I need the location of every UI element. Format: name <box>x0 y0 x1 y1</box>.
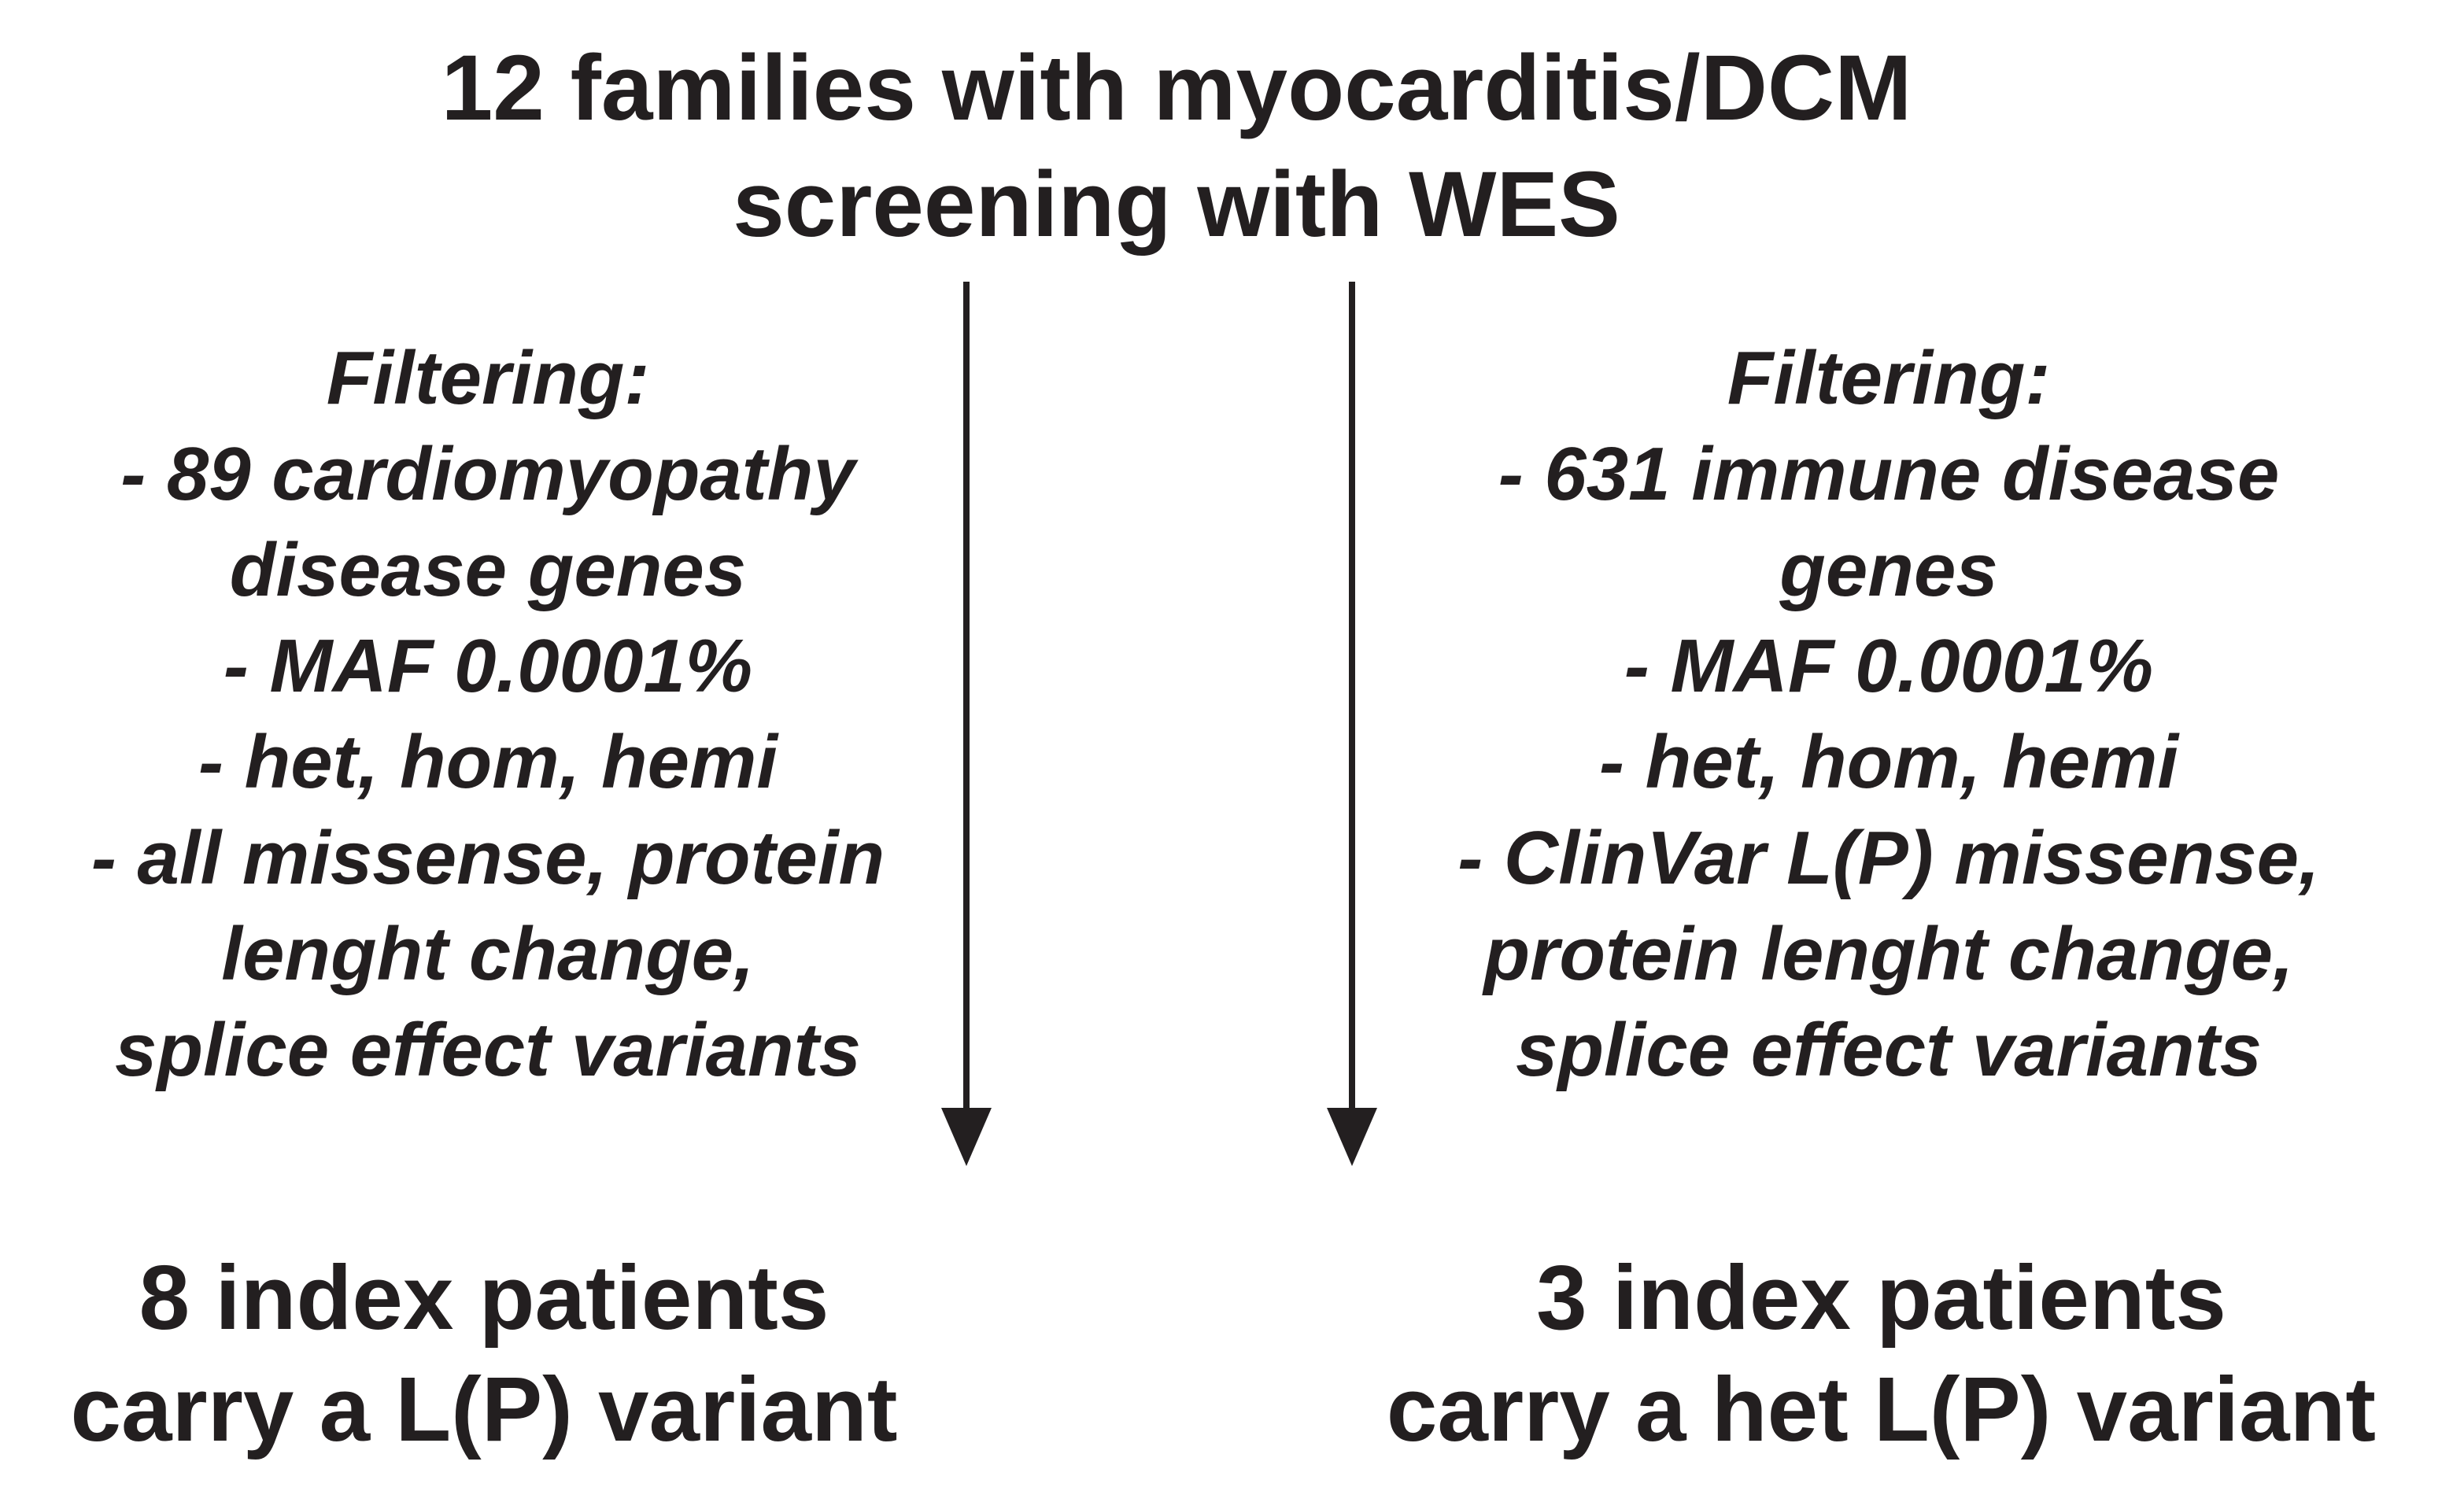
left-result: 8 index patients carry a L(P) variant <box>0 1242 968 1465</box>
right-filter-line: splice effect variants <box>1515 1008 2263 1092</box>
left-filter-line: - MAF 0.0001% <box>223 624 753 708</box>
title-line-1: 12 families with myocarditis/DCM <box>441 36 1912 140</box>
left-result-line-1: 8 index patients <box>139 1246 829 1349</box>
right-down-arrow-icon <box>1327 282 1377 1166</box>
left-filter-line: - het, hom, hemi <box>198 720 778 804</box>
right-filter-line: - ClinVar L(P) missense, <box>1457 816 2320 900</box>
left-filter-line: disease genes <box>229 528 747 612</box>
left-filtering-criteria: Filtering: - 89 cardiomyopathy disease g… <box>16 330 960 1098</box>
left-filter-line: - 89 cardiomyopathy <box>120 432 855 516</box>
left-filter-line: lenght change, <box>221 912 755 996</box>
title: 12 families with myocarditis/DCM screeni… <box>0 30 2353 263</box>
left-filter-heading: Filtering: <box>326 336 650 420</box>
left-filter-line: - all missense, protein <box>91 816 885 900</box>
right-filter-line: protein lenght change, <box>1483 912 2294 996</box>
right-result-line-2: carry a het L(P) variant <box>1386 1358 2377 1460</box>
right-filter-line: - 631 immune disease <box>1498 432 2280 516</box>
right-filter-line: - MAF 0.0001% <box>1624 624 2154 708</box>
left-result-line-2: carry a L(P) variant <box>70 1358 898 1460</box>
title-line-2: screening with WES <box>733 153 1620 256</box>
right-filter-line: - het, hom, hemi <box>1598 720 2179 804</box>
right-result-line-1: 3 index patients <box>1536 1246 2226 1349</box>
right-filtering-criteria: Filtering: - 631 immune disease genes - … <box>1393 330 2385 1098</box>
right-filter-line: genes <box>1779 528 1998 612</box>
right-result: 3 index patients carry a het L(P) varian… <box>1298 1242 2464 1465</box>
left-filter-line: splice effect variants <box>114 1008 862 1092</box>
right-filter-heading: Filtering: <box>1727 336 2051 420</box>
